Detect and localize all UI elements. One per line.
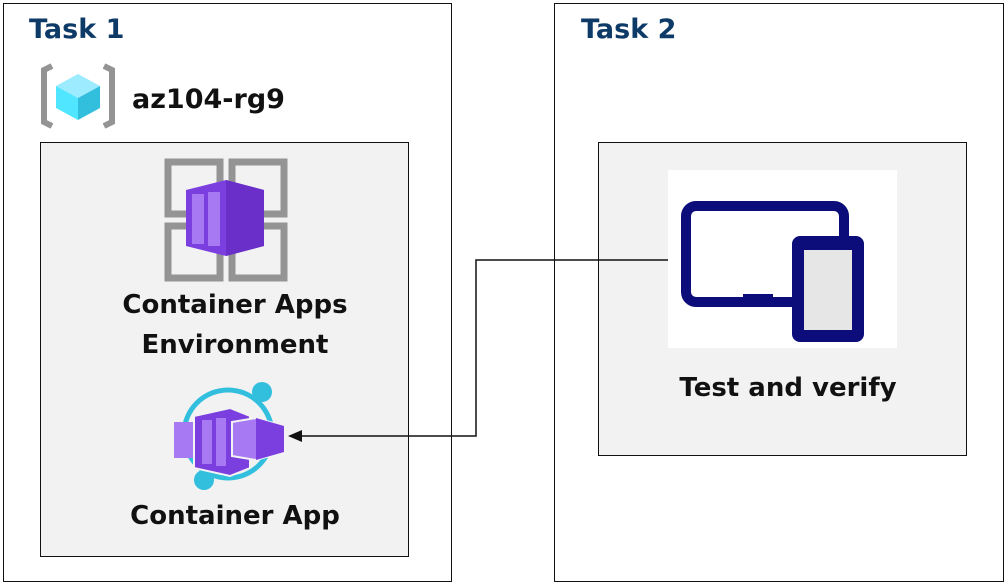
devices-icon	[681, 201, 864, 342]
resource-group-name: az104-rg9	[132, 84, 285, 115]
resource-group-icon	[41, 63, 115, 129]
task2-title: Task 2	[581, 14, 677, 45]
environment-label-line1: Container Apps	[122, 290, 348, 320]
task2-panel	[554, 3, 1004, 582]
task1-title: Task 1	[29, 14, 125, 45]
environment-label-line2: Environment	[141, 330, 329, 360]
container-app-icon	[174, 382, 285, 490]
container-app-label: Container App	[130, 501, 340, 531]
container-apps-environment-icon	[164, 158, 288, 282]
test-label: Test and verify	[679, 373, 897, 403]
task1-panel	[3, 3, 452, 582]
